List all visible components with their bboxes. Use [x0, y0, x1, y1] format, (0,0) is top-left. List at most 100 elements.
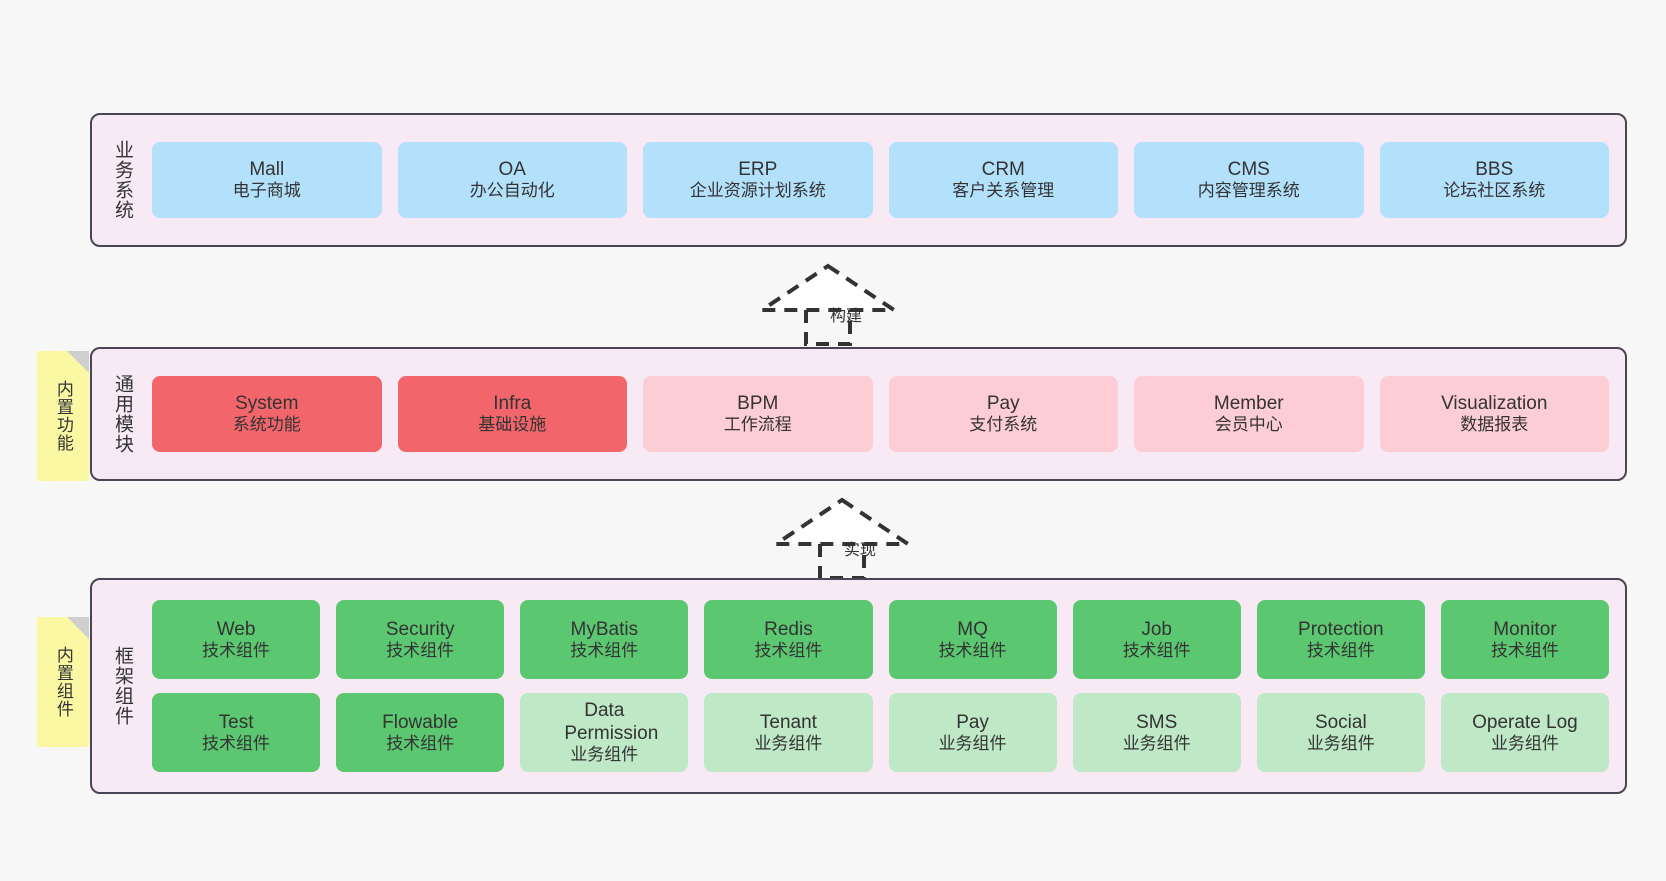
- node-label-cn: 业务组件: [938, 733, 1007, 753]
- node-label-cn: 系统功能: [232, 415, 301, 435]
- layer-row: System 系统功能 Infra 基础设施 BPM 工作流程 Pay 支付系统…: [152, 376, 1609, 452]
- node-label-cn: 业务组件: [754, 733, 823, 753]
- layer-business-system[interactable]: 业务系统 Mall 电子商城 OA 办公自动化 ERP 企业资源计划系统 CRM…: [90, 113, 1627, 247]
- node-label-cn: 技术组件: [1122, 640, 1191, 660]
- node-label-en: Visualization: [1441, 393, 1548, 415]
- node-cms[interactable]: CMS 内容管理系统: [1134, 142, 1364, 218]
- node-label-cn: 技术组件: [754, 640, 823, 660]
- note-builtin-features[interactable]: 内置功能: [37, 351, 89, 481]
- node-label-cn: 基础设施: [478, 415, 547, 435]
- node-label-en: CRM: [981, 159, 1025, 181]
- node-mq[interactable]: MQ 技术组件: [888, 600, 1057, 679]
- node-label-cn: 技术组件: [386, 733, 455, 753]
- node-label-en: SMS: [1136, 711, 1178, 733]
- node-label-en: Social: [1314, 711, 1367, 733]
- node-label-en: Infra: [493, 393, 532, 415]
- node-label-en: Flowable: [382, 711, 459, 733]
- node-label-en: Monitor: [1493, 618, 1557, 640]
- node-member[interactable]: Member 会员中心: [1134, 376, 1364, 452]
- node-system[interactable]: System 系统功能: [152, 376, 382, 452]
- node-bbs[interactable]: BBS 论坛社区系统: [1379, 142, 1609, 218]
- node-label-en: CMS: [1227, 159, 1270, 181]
- node-label-en: Member: [1213, 393, 1284, 415]
- node-label-en: BBS: [1475, 159, 1514, 181]
- node-label-en: Pay: [986, 393, 1020, 415]
- node-label-en: MQ: [957, 618, 988, 640]
- node-web[interactable]: Web 技术组件: [152, 600, 321, 679]
- node-label-cn: 支付系统: [969, 415, 1038, 435]
- node-mybatis[interactable]: MyBatis 技术组件: [520, 600, 689, 679]
- node-tenant[interactable]: Tenant 业务组件: [704, 693, 873, 772]
- node-label-cn: 客户关系管理: [952, 181, 1055, 201]
- layer-row: Web 技术组件 Security 技术组件 MyBatis 技术组件 Redi…: [152, 600, 1609, 679]
- layer-title-common-module: 通用模块: [111, 374, 133, 454]
- layer-framework-component[interactable]: 框架组件 Web 技术组件 Security 技术组件 MyBatis 技术组件…: [90, 578, 1627, 794]
- node-label-cn: 工作流程: [723, 415, 792, 435]
- node-label-en: Mall: [249, 159, 285, 181]
- node-sms[interactable]: SMS 业务组件: [1072, 693, 1241, 772]
- node-label-cn: 技术组件: [1306, 640, 1375, 660]
- node-label-cn: 企业资源计划系统: [689, 181, 826, 201]
- node-label-en: Operate Log: [1472, 711, 1578, 733]
- layer-row: Test 技术组件 Flowable 技术组件 Data Permission …: [152, 693, 1609, 772]
- node-crm[interactable]: CRM 客户关系管理: [888, 142, 1118, 218]
- node-label-en: Security: [385, 618, 455, 640]
- layer-body-framework-component: Web 技术组件 Security 技术组件 MyBatis 技术组件 Redi…: [140, 580, 1625, 792]
- layer-row: Mall 电子商城 OA 办公自动化 ERP 企业资源计划系统 CRM 客户关系…: [152, 142, 1609, 218]
- node-label-cn: 办公自动化: [469, 181, 555, 201]
- node-label-en: MyBatis: [570, 618, 639, 640]
- node-label-en: Data Permission: [564, 699, 659, 745]
- node-job[interactable]: Job 技术组件: [1072, 600, 1241, 679]
- node-label-cn: 技术组件: [202, 640, 271, 660]
- note-label: 内置功能: [53, 380, 73, 452]
- node-label-cn: 业务组件: [1306, 733, 1375, 753]
- connector-implement-label: 实现: [844, 542, 877, 559]
- node-label-cn: 技术组件: [386, 640, 455, 660]
- connector-build-label: 构建: [830, 308, 863, 325]
- node-security[interactable]: Security 技术组件: [336, 600, 505, 679]
- node-label-en: Web: [216, 618, 256, 640]
- node-social[interactable]: Social 业务组件: [1256, 693, 1425, 772]
- node-protection[interactable]: Protection 技术组件: [1256, 600, 1425, 679]
- node-data-permission[interactable]: Data Permission 业务组件: [520, 693, 689, 772]
- node-label-cn: 业务组件: [1122, 733, 1191, 753]
- note-label: 内置组件: [53, 646, 73, 718]
- node-label-en: Protection: [1298, 618, 1384, 640]
- node-label-cn: 电子商城: [232, 181, 301, 201]
- node-label-en: Job: [1141, 618, 1172, 640]
- node-label-cn: 论坛社区系统: [1443, 181, 1546, 201]
- layer-title-framework-component: 框架组件: [111, 646, 133, 726]
- connector-implement: 实现: [769, 496, 915, 580]
- node-redis[interactable]: Redis 技术组件: [704, 600, 873, 679]
- node-label-cn: 业务组件: [1490, 733, 1559, 753]
- node-pay-business[interactable]: Pay 业务组件: [888, 693, 1057, 772]
- node-label-en: BPM: [737, 393, 779, 415]
- layer-title-business-system: 业务系统: [111, 140, 133, 220]
- node-visualization[interactable]: Visualization 数据报表: [1379, 376, 1609, 452]
- node-infra[interactable]: Infra 基础设施: [397, 376, 627, 452]
- node-label-cn: 技术组件: [202, 733, 271, 753]
- note-fold-corner-icon: [67, 351, 89, 373]
- node-label-cn: 内容管理系统: [1197, 181, 1300, 201]
- layer-common-module[interactable]: 通用模块 System 系统功能 Infra 基础设施 BPM 工作流程 Pay…: [90, 347, 1627, 481]
- node-flowable[interactable]: Flowable 技术组件: [336, 693, 505, 772]
- connector-implement-glyph: [769, 497, 915, 580]
- note-fold-corner-icon: [67, 617, 89, 639]
- note-builtin-components[interactable]: 内置组件: [37, 617, 89, 747]
- connector-build: 构建: [755, 262, 901, 346]
- node-label-cn: 业务组件: [570, 745, 639, 765]
- node-operate-log[interactable]: Operate Log 业务组件: [1440, 693, 1609, 772]
- layer-body-common-module: System 系统功能 Infra 基础设施 BPM 工作流程 Pay 支付系统…: [140, 349, 1625, 479]
- node-test[interactable]: Test 技术组件: [152, 693, 321, 772]
- node-pay[interactable]: Pay 支付系统: [888, 376, 1118, 452]
- node-erp[interactable]: ERP 企业资源计划系统: [643, 142, 873, 218]
- node-label-en: Pay: [956, 711, 989, 733]
- node-monitor[interactable]: Monitor 技术组件: [1440, 600, 1609, 679]
- node-oa[interactable]: OA 办公自动化: [397, 142, 627, 218]
- node-mall[interactable]: Mall 电子商城: [152, 142, 382, 218]
- node-bpm[interactable]: BPM 工作流程: [643, 376, 873, 452]
- node-label-en: ERP: [738, 159, 778, 181]
- connector-build-glyph: [755, 263, 901, 346]
- node-label-en: Test: [218, 711, 254, 733]
